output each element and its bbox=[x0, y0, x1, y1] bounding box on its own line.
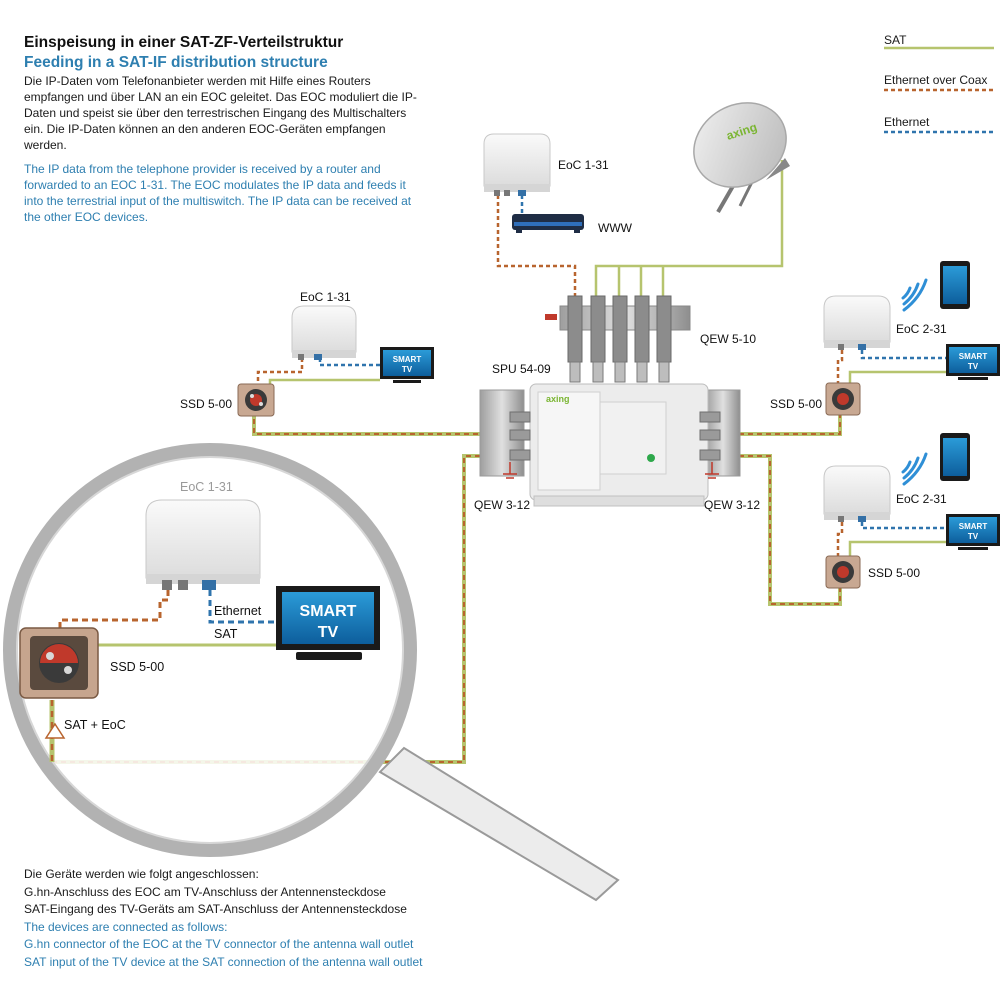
sat-cable-left-tv bbox=[268, 378, 380, 390]
label-eoc-top: EoC 1-31 bbox=[558, 158, 609, 172]
zoom-label-sat: SAT bbox=[214, 627, 238, 641]
zoom-label-sat-eoc: SAT + EoC bbox=[64, 718, 126, 732]
footer-en-line-2: G.hn connector of the EOC at the TV conn… bbox=[24, 937, 414, 951]
tv-right-bottom-label-1: SMART bbox=[959, 522, 988, 531]
tv-right-top-label-1: SMART bbox=[959, 352, 988, 361]
qew-5-10-block-icon bbox=[545, 295, 691, 383]
eoc-cable-right-bottom bbox=[836, 522, 844, 558]
sat-eoc-cable-right-bottom-base bbox=[712, 454, 842, 606]
footer-en-line-3: SAT input of the TV device at the SAT co… bbox=[24, 954, 423, 969]
tv-right-bottom-label-2: TV bbox=[968, 532, 979, 541]
smartphone-top-icon bbox=[940, 261, 970, 309]
title-german: Einspeisung in einer SAT-ZF-Verteilstruk… bbox=[24, 34, 344, 51]
label-ssd-left: SSD 5-00 bbox=[180, 397, 233, 411]
label-www: WWW bbox=[598, 221, 632, 235]
ethernet-cable-right-top bbox=[860, 350, 946, 360]
tv-left-label-1: SMART bbox=[393, 355, 422, 364]
sat-eoc-cable-zoom bbox=[51, 455, 480, 763]
footer-de-line-3: SAT-Eingang des TV-Geräts am SAT-Anschlu… bbox=[24, 902, 407, 916]
label-eoc-right-top: EoC 2-31 bbox=[896, 322, 947, 336]
title-english: Feeding in a SAT-IF distribution structu… bbox=[24, 54, 328, 71]
zoom-smart-tv-icon: SMART TV bbox=[276, 586, 380, 660]
zoom-tv-label-1: SMART bbox=[300, 603, 357, 620]
sat-eoc-cable-left-base bbox=[252, 410, 480, 436]
wifi-icon-bottom bbox=[901, 452, 928, 486]
satellite-dish-icon: axing bbox=[693, 102, 790, 213]
label-ssd-right-bottom: SSD 5-00 bbox=[868, 566, 921, 580]
router-icon bbox=[512, 214, 584, 233]
sat-eoc-cable-right-top bbox=[712, 410, 841, 435]
footer-de-line-2: G.hn-Anschluss des EOC am TV-Anschluss d… bbox=[24, 884, 386, 899]
description-english: The IP data from the telephone provider … bbox=[24, 162, 412, 224]
zoom-eoc-device-icon bbox=[145, 499, 261, 590]
eoc-cable-top bbox=[496, 195, 577, 300]
ssd-right-bottom-socket-icon bbox=[825, 555, 861, 589]
label-eoc-right-bottom: EoC 2-31 bbox=[896, 492, 947, 506]
sat-cable-right-bottom-tv bbox=[848, 540, 946, 558]
warning-triangle-icon bbox=[44, 722, 66, 739]
multiswitch-brand-label: axing bbox=[546, 394, 570, 404]
footer-de-line-1: Die Geräte werden wie folgt angeschlosse… bbox=[24, 867, 259, 881]
eoc-top-device-icon bbox=[483, 133, 551, 196]
sat-cable-dish bbox=[594, 160, 784, 300]
ssd-left-socket-icon bbox=[237, 383, 275, 417]
legend-ethernet-label: Ethernet bbox=[884, 115, 930, 129]
label-qew-top: QEW 5-10 bbox=[700, 332, 757, 346]
eoc-cable-right-top bbox=[836, 350, 844, 385]
zoom-ssd-socket-icon bbox=[19, 627, 99, 699]
tv-left-label-2: TV bbox=[402, 365, 413, 374]
footer-text: Die Geräte werden wie folgt angeschlosse… bbox=[24, 866, 422, 971]
zoom-label-ethernet: Ethernet bbox=[214, 604, 262, 618]
eoc-cable-left bbox=[256, 358, 304, 385]
footer-en-line-1: The devices are connected as follows: bbox=[24, 919, 228, 934]
sat-cable-right-top-tv bbox=[848, 370, 946, 386]
zoom-label-eoc: EoC 1-31 bbox=[180, 480, 233, 494]
zoom-tv-label-2: TV bbox=[318, 624, 339, 641]
legend-lines bbox=[884, 46, 994, 134]
label-spu: SPU 54-09 bbox=[492, 362, 551, 376]
sat-eoc-cable-left bbox=[253, 410, 480, 435]
label-ssd-right-top: SSD 5-00 bbox=[770, 397, 823, 411]
eoc-left-device-icon bbox=[291, 305, 357, 360]
smartphone-bottom-icon bbox=[940, 433, 970, 481]
tv-right-top-label-2: TV bbox=[968, 362, 979, 371]
smart-tv-right-top-icon: SMART TV bbox=[946, 344, 1000, 380]
description-german: Die IP-Daten vom Telefonanbieter werden … bbox=[24, 74, 417, 152]
legend-eoc-label: Ethernet over Coax bbox=[884, 73, 988, 87]
eoc-right-top-device-icon bbox=[823, 295, 891, 350]
smart-tv-right-bottom-icon: SMART TV bbox=[946, 514, 1000, 550]
magnifier-icon bbox=[3, 443, 620, 902]
multiswitch-spu-54-09-icon: axing bbox=[479, 383, 741, 507]
zoom-label-ssd: SSD 5-00 bbox=[110, 660, 165, 674]
smart-tv-left-icon: SMART TV bbox=[380, 347, 434, 383]
sat-eoc-cable-right-bottom bbox=[712, 455, 841, 605]
ethernet-cable-right-bottom bbox=[860, 522, 946, 530]
legend-sat-label: SAT bbox=[884, 33, 907, 47]
ethernet-cable-left bbox=[318, 358, 380, 367]
label-qew-right: QEW 3-12 bbox=[704, 498, 761, 512]
eoc-right-bottom-device-icon bbox=[823, 465, 891, 522]
ssd-right-top-socket-icon bbox=[825, 382, 861, 416]
label-qew-left: QEW 3-12 bbox=[474, 498, 531, 512]
label-eoc-left: EoC 1-31 bbox=[300, 290, 351, 304]
wifi-icon-top bbox=[901, 278, 928, 312]
